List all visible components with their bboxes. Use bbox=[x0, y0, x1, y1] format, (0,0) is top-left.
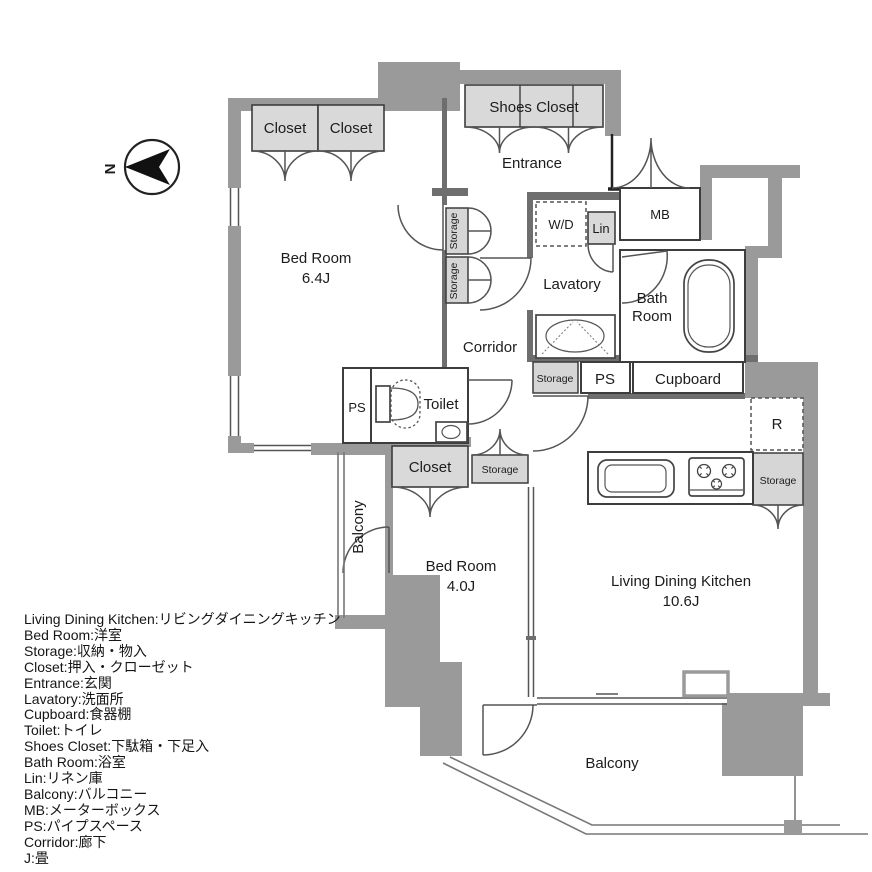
balcony-side-label: Balcony bbox=[350, 500, 367, 554]
balcony-main-label: Balcony bbox=[585, 755, 639, 772]
legend-line: PS:パイプスペース bbox=[24, 817, 143, 834]
closet-bedroom2-doors bbox=[391, 486, 469, 518]
storage-hall-lower-doors bbox=[467, 256, 492, 304]
storage-hall-lower-label: Storage bbox=[448, 262, 460, 299]
legend-line: Closet:押入・クローゼット bbox=[24, 658, 194, 675]
lin-door bbox=[587, 243, 614, 273]
balcony-railing bbox=[337, 452, 868, 835]
railing-post bbox=[784, 820, 802, 834]
closet-bedroom2-box bbox=[391, 445, 469, 488]
storage-bedroom2-label: Storage bbox=[482, 464, 519, 476]
legend-line: Toilet:トイレ bbox=[24, 722, 103, 739]
bedroom1-size: 6.4J bbox=[302, 270, 330, 287]
closet1-label: Closet bbox=[264, 120, 307, 137]
lavatory-door bbox=[479, 257, 532, 311]
legend-line: Entrance:玄関 bbox=[24, 674, 112, 691]
legend-line: Lavatory:洗面所 bbox=[24, 690, 124, 707]
shoes-closet-doors-left bbox=[464, 126, 535, 154]
legend-line: MB:メーターボックス bbox=[24, 801, 161, 818]
cupboard-box bbox=[632, 361, 744, 394]
corridor-label: Corridor bbox=[463, 339, 517, 356]
bedroom2-label: Bed Room bbox=[426, 558, 497, 575]
shoes-closet-doors-right bbox=[533, 126, 604, 154]
cupboard-label: Cupboard bbox=[655, 371, 721, 388]
legend-line: Bed Room:洋室 bbox=[24, 626, 123, 643]
bedroom1-label: Bed Room bbox=[281, 250, 352, 267]
entrance-door bbox=[611, 137, 691, 189]
storage-bedroom2-box bbox=[471, 454, 529, 484]
windows bbox=[226, 188, 727, 705]
closet2-label: Closet bbox=[330, 120, 373, 137]
closet2-box bbox=[317, 104, 385, 152]
storage-ldk-box bbox=[752, 452, 804, 506]
closet1-doors bbox=[251, 150, 319, 182]
bedroom2-size: 4.0J bbox=[447, 578, 475, 595]
storage-hall-upper-doors bbox=[467, 207, 492, 255]
storage-corridor-box bbox=[532, 361, 579, 394]
legend-line: Bath Room:浴室 bbox=[24, 754, 126, 771]
ps-corridor-box bbox=[580, 361, 631, 394]
shoes-closet-label: Shoes Closet bbox=[489, 99, 579, 116]
mb-box bbox=[619, 187, 701, 241]
lin-label: Lin bbox=[592, 221, 609, 236]
ldk-balcony-door bbox=[482, 704, 537, 756]
legend-line: J:畳 bbox=[24, 849, 49, 866]
legend-line: Corridor:廊下 bbox=[24, 833, 107, 850]
refrigerator-label: R bbox=[772, 416, 783, 433]
kitchen-sink-icon bbox=[597, 459, 675, 498]
washer-dryer-label: W/D bbox=[548, 217, 573, 232]
closet-bedroom2-label: Closet bbox=[409, 459, 452, 476]
room-labels: Closet Closet Shoes Closet Entrance Bed … bbox=[264, 99, 797, 772]
legend-line: Living Dining Kitchen:リビングダイニングキッチン bbox=[24, 611, 341, 627]
toilet-fixture-icon bbox=[375, 379, 421, 429]
bedroom1-door bbox=[397, 204, 444, 251]
storage-ldk-doors bbox=[752, 504, 804, 530]
outer-walls bbox=[228, 62, 830, 776]
stove-icon bbox=[688, 457, 745, 497]
legend-line: Storage:収納・物入 bbox=[24, 642, 147, 659]
compass-icon: N bbox=[102, 138, 181, 196]
toilet-label: Toilet bbox=[423, 396, 459, 413]
legend-line: Lin:リネン庫 bbox=[24, 770, 103, 787]
lavatory-label: Lavatory bbox=[543, 276, 601, 293]
mb-label: MB bbox=[650, 207, 670, 222]
closet2-doors bbox=[317, 150, 385, 182]
ps-corridor-label: PS bbox=[595, 371, 615, 388]
fixtures bbox=[375, 259, 745, 498]
bathtub-icon bbox=[683, 259, 735, 353]
refrigerator-box bbox=[750, 397, 804, 451]
storage-bedroom2-doors bbox=[471, 428, 529, 456]
legend-line: Cupboard:食器棚 bbox=[24, 706, 132, 723]
toilet-hand-sink-icon bbox=[435, 421, 468, 443]
ldk-door bbox=[532, 395, 589, 452]
shoes-closet-box bbox=[464, 84, 604, 128]
toilet-door bbox=[467, 379, 513, 425]
bath-room-label-1: Bath bbox=[637, 290, 668, 307]
ldk-size: 10.6J bbox=[663, 593, 700, 610]
balcony-duct-box bbox=[682, 670, 730, 698]
lavatory-sink-icon bbox=[535, 314, 616, 359]
ldk-label: Living Dining Kitchen bbox=[611, 573, 751, 590]
doors bbox=[251, 126, 804, 756]
entrance-label: Entrance bbox=[502, 155, 562, 172]
washer-dryer-box bbox=[535, 201, 587, 247]
ps-toilet-label: PS bbox=[348, 400, 366, 415]
legend-line: Balcony:バルコニー bbox=[24, 785, 148, 802]
compass-north-label: N bbox=[102, 164, 119, 175]
lin-box bbox=[587, 211, 616, 245]
legend: Living Dining Kitchen:リビングダイニングキッチン Bed … bbox=[24, 611, 341, 867]
bath-room-label-2: Room bbox=[632, 308, 672, 325]
storage-hall-upper-label: Storage bbox=[448, 212, 460, 249]
storage-ldk-label: Storage bbox=[760, 475, 797, 487]
legend-line: Shoes Closet:下駄箱・下足入 bbox=[24, 738, 210, 755]
storage-corridor-label: Storage bbox=[537, 373, 574, 385]
bath-door bbox=[621, 250, 669, 304]
closet1-box bbox=[251, 104, 319, 152]
